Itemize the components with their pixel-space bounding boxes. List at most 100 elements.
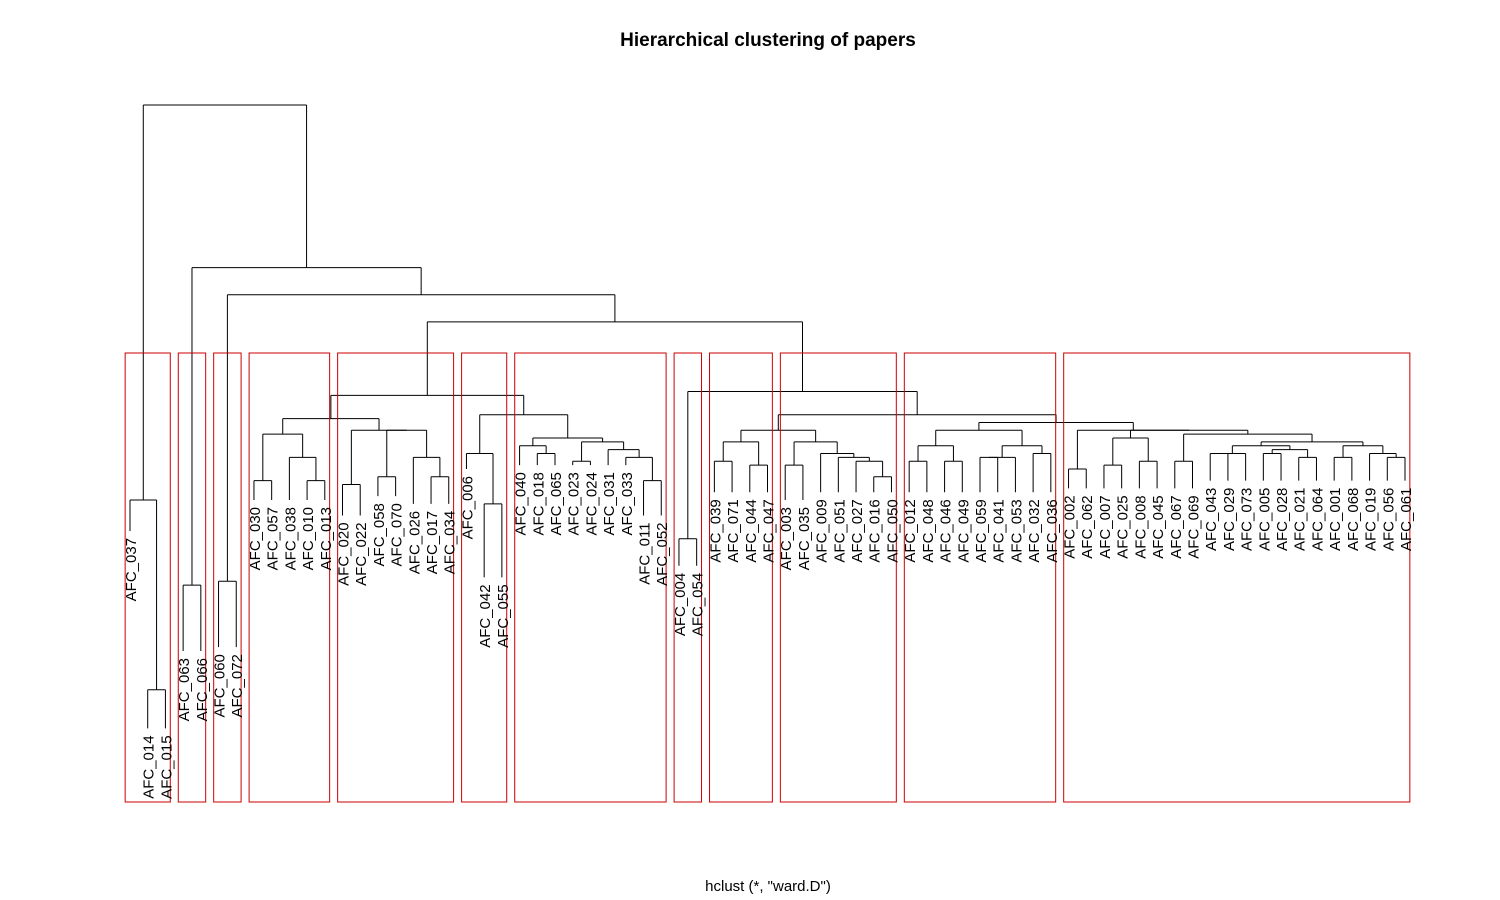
leaf-label: AFC_010	[300, 507, 317, 570]
leaf-label: AFC_051	[831, 499, 848, 562]
cluster-box	[461, 352, 508, 803]
leaf-label: AFC_028	[1274, 488, 1291, 551]
leaf-label: AFC_030	[247, 507, 264, 570]
leaf-label: AFC_070	[389, 503, 406, 566]
cluster-box	[337, 352, 455, 803]
leaf-label: AFC_024	[583, 472, 600, 535]
merge-link	[330, 394, 525, 419]
merge-link	[1219, 453, 1247, 481]
leaf-label: AFC_058	[371, 503, 388, 566]
leaf-label: AFC_009	[814, 499, 831, 562]
merge-link	[1183, 433, 1313, 462]
leaf-label: AFC_019	[1363, 488, 1380, 551]
leaf-label: AFC_054	[690, 573, 707, 636]
cluster-box	[514, 352, 667, 803]
cluster-box	[177, 352, 207, 803]
cluster-box	[248, 352, 331, 803]
leaf-label: AFC_002	[1062, 495, 1079, 558]
merge-link	[917, 445, 954, 462]
merge-link	[820, 453, 855, 493]
leaf-label: AFC_017	[424, 511, 441, 574]
leaf-label: AFC_067	[1168, 495, 1185, 558]
leaf-label: AFC_007	[1097, 495, 1114, 558]
cluster-box	[1063, 352, 1411, 803]
cluster-box	[673, 352, 703, 803]
merge-link	[979, 456, 999, 493]
leaf-label: AFC_031	[601, 472, 618, 535]
merge-link	[1032, 453, 1052, 493]
leaf-label: AFC_071	[725, 499, 742, 562]
leaf-label: AFC_012	[902, 499, 919, 562]
merge-link	[1174, 460, 1193, 489]
leaf-label: AFC_011	[637, 522, 654, 584]
leaf-label: AFC_021	[1292, 488, 1309, 551]
merge-link	[129, 499, 158, 690]
leaf-label: AFC_047	[761, 499, 778, 562]
merge-link	[430, 476, 450, 504]
merge-link	[306, 480, 326, 500]
merge-link	[142, 104, 308, 500]
leaf-label: AFC_072	[229, 654, 246, 717]
leaf-label: AFC_018	[530, 472, 547, 535]
chart-title: Hierarchical clustering of papers	[620, 30, 916, 51]
leaf-label: AFC_068	[1345, 488, 1362, 551]
merge-link	[1298, 456, 1317, 481]
merge-link	[1342, 445, 1384, 458]
merge-link	[1386, 456, 1406, 481]
leaf-label: AFC_069	[1186, 495, 1203, 558]
merge-link	[678, 538, 698, 566]
leaf-label: AFC_043	[1203, 488, 1220, 551]
leaf-label: AFC_008	[1132, 495, 1149, 558]
leaf-label: AFC_003	[778, 507, 795, 570]
leaf-label: AFC_039	[707, 499, 724, 562]
merge-link	[1103, 464, 1123, 489]
merge-link	[713, 460, 733, 493]
leaf-label: AFC_044	[743, 499, 760, 562]
merge-link	[519, 445, 547, 466]
merge-link	[1068, 468, 1087, 489]
leaf-label: AFC_035	[796, 507, 813, 570]
leaf-label: AFC_045	[1150, 495, 1167, 558]
merge-link	[1001, 445, 1043, 458]
leaf-label: AFC_027	[849, 499, 866, 562]
leaf-label: AFC_064	[1309, 488, 1326, 551]
merge-link	[386, 429, 428, 477]
merge-link	[1262, 453, 1282, 481]
merge-link	[226, 294, 616, 582]
merge-link	[1271, 449, 1309, 458]
leaf-label: AFC_053	[1008, 499, 1025, 562]
cluster-box	[779, 352, 897, 803]
leaf-label: AFC_005	[1256, 488, 1273, 551]
merge-link	[581, 441, 625, 462]
leaf-label: AFC_052	[654, 522, 671, 585]
leaf-label: AFC_020	[336, 522, 353, 585]
merge-link	[607, 449, 640, 466]
leaf-label: AFC_015	[158, 735, 175, 798]
cluster-box	[213, 352, 242, 803]
leaf-label: AFC_004	[672, 573, 689, 636]
merge-link	[643, 480, 662, 516]
leaf-label: AFC_001	[1327, 488, 1344, 551]
chart-subtitle: hclust (*, "ward.D")	[705, 878, 831, 895]
merge-link	[218, 580, 237, 648]
merge-link	[935, 429, 1023, 446]
merge-link	[342, 483, 361, 516]
leaf-label: AFC_013	[318, 507, 335, 570]
leaf-label: AFC_037	[123, 538, 140, 601]
leaf-label: AFC_060	[212, 654, 229, 717]
leaf-label: AFC_041	[991, 499, 1008, 562]
cluster-box	[709, 352, 773, 803]
leaf-label: AFC_023	[566, 472, 583, 535]
merge-link	[1209, 453, 1229, 481]
merge-link	[377, 476, 397, 497]
leaf-label: AFC_034	[442, 511, 459, 574]
cluster-box	[124, 352, 171, 803]
leaf-label: AFC_025	[1115, 495, 1132, 558]
merge-link	[479, 414, 569, 454]
merge-link	[288, 456, 317, 500]
merge-link	[988, 456, 1016, 493]
leaf-label: AFC_036	[1044, 499, 1061, 562]
leaf-label: AFC_006	[459, 476, 476, 539]
merge-link	[784, 464, 804, 500]
